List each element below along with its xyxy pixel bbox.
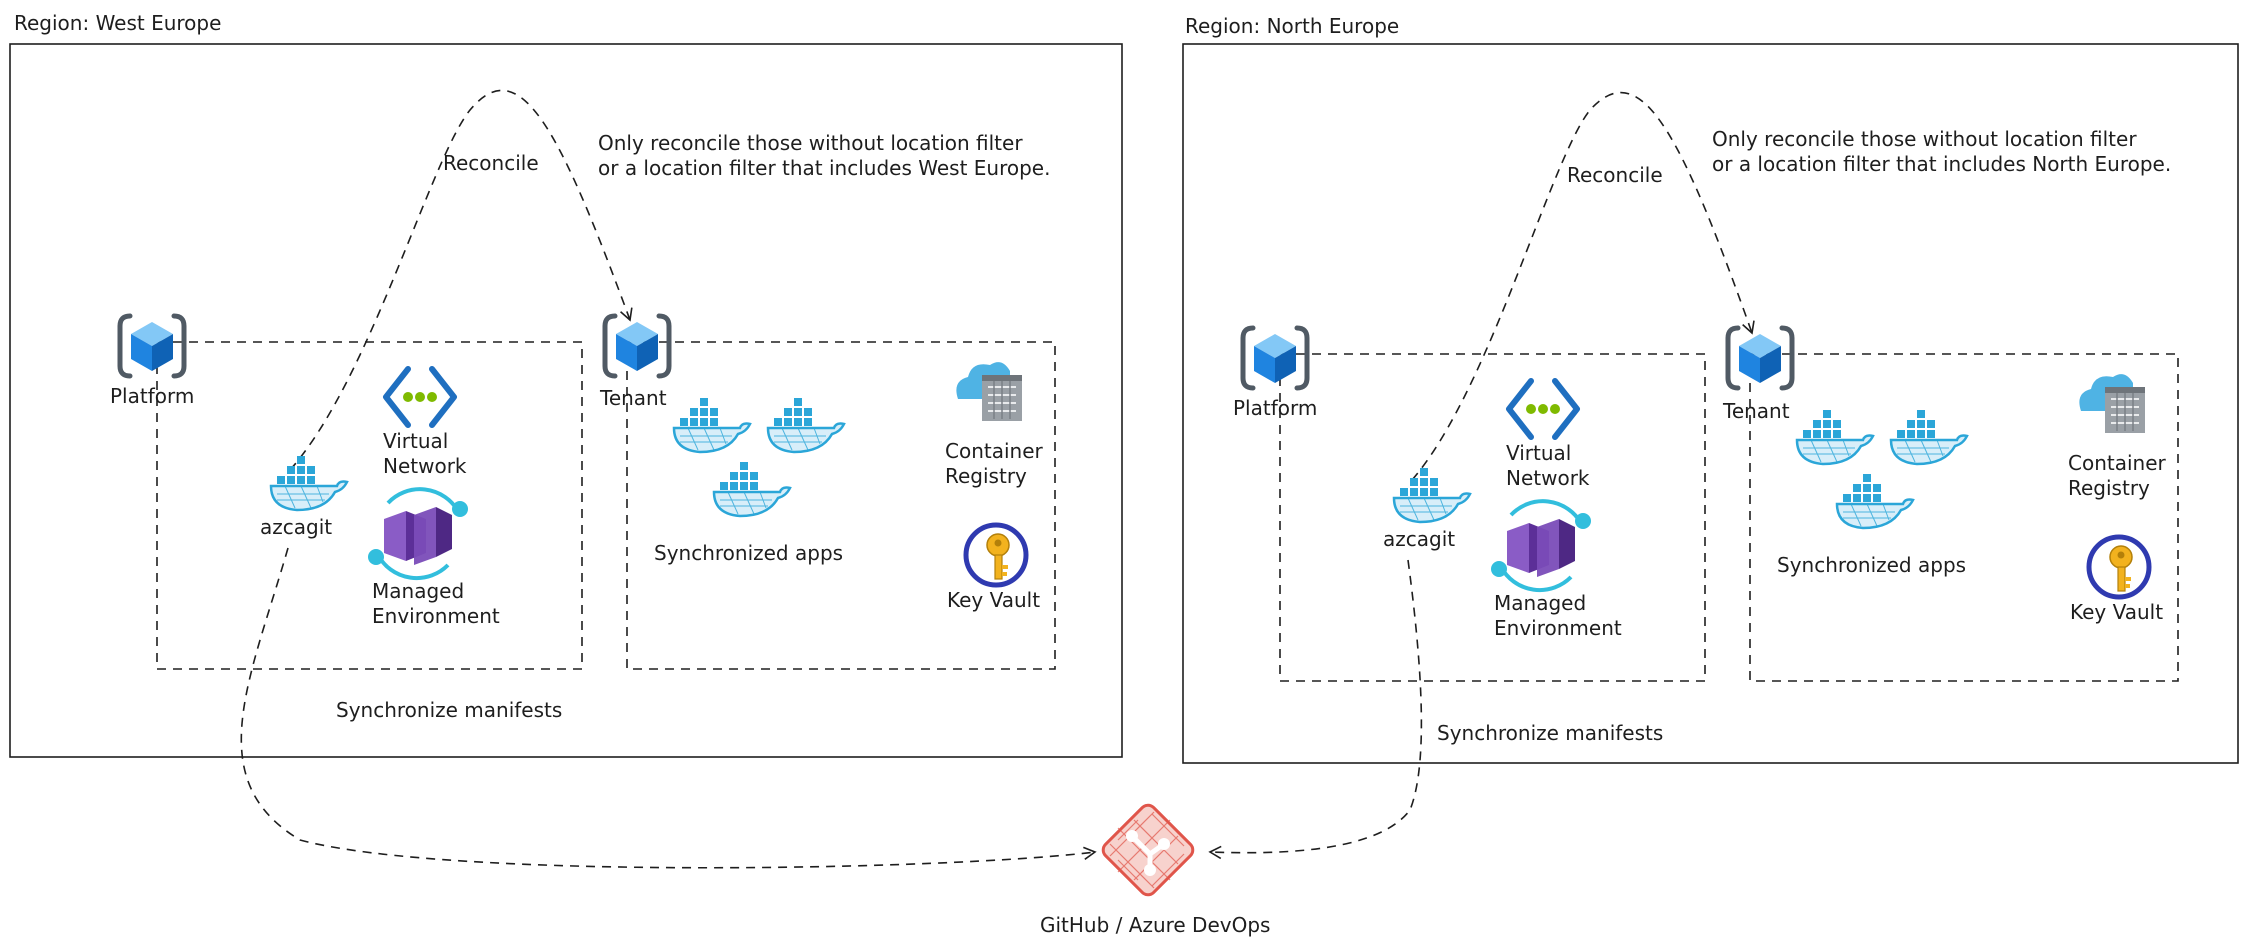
key-vault-label-west: Key Vault <box>947 588 1041 612</box>
container-registry-label-line1-north: Container <box>2068 451 2166 475</box>
azcagit-docker-icon-north <box>1392 466 1472 524</box>
container-registry-label-line2-north: Registry <box>2068 476 2150 500</box>
virtual-network-icon-west <box>386 369 454 425</box>
key-vault-icon-north <box>2089 537 2149 597</box>
app-docker-icon-north-3 <box>1835 472 1915 530</box>
virtual-network-label-line1-north: Virtual <box>1506 441 1572 465</box>
managed-environment-label-line1-west: Managed <box>372 579 465 603</box>
container-registry-label-line1-west: Container <box>945 439 1043 463</box>
app-docker-icon-west-1 <box>672 396 752 454</box>
managed-environment-icon-west <box>366 487 470 581</box>
reconcile-label-north: Reconcile <box>1567 163 1663 187</box>
region-frame-north <box>1182 43 2239 764</box>
synchronized-apps-label-north: Synchronized apps <box>1777 553 1967 577</box>
virtual-network-label-line2-west: Network <box>383 454 467 478</box>
platform-cube-icon-north <box>1243 328 1307 388</box>
tenant-label-west: Tenant <box>600 386 667 410</box>
managed-environment-icon-north <box>1489 499 1593 593</box>
azcagit-label-west: azcagit <box>260 515 333 539</box>
region-title-west: Region: West Europe <box>14 11 222 35</box>
tenant-group-north <box>1749 353 2179 682</box>
tenant-group-west <box>626 341 1056 670</box>
container-registry-icon-west <box>955 361 1023 422</box>
location-note-line2-north: or a location filter that includes North… <box>1712 152 2172 176</box>
managed-environment-label-line2-west: Environment <box>372 604 500 628</box>
platform-group-west <box>156 341 583 670</box>
git-icon <box>1101 803 1195 897</box>
location-note-line1-west: Only reconcile those without location fi… <box>598 131 1023 155</box>
location-note-line1-north: Only reconcile those without location fi… <box>1712 127 2137 151</box>
app-docker-icon-west-3 <box>712 460 792 518</box>
platform-label-west: Platform <box>110 384 195 408</box>
reconcile-arrow-north <box>1411 91 1755 481</box>
tenant-label-north: Tenant <box>1723 399 1790 423</box>
managed-environment-label-line1-north: Managed <box>1494 591 1587 615</box>
container-registry-icon-north <box>2078 373 2146 434</box>
reconcile-label-west: Reconcile <box>443 151 539 175</box>
container-registry-label-line2-west: Registry <box>945 464 1027 488</box>
sync-arrow-north <box>1208 559 1423 860</box>
tenant-cube-icon-west <box>605 316 669 376</box>
app-docker-icon-west-2 <box>766 396 846 454</box>
azcagit-docker-icon-west <box>269 454 349 512</box>
synchronize-manifests-label-west: Synchronize manifests <box>336 698 563 722</box>
platform-group-north <box>1279 353 1706 682</box>
key-vault-label-north: Key Vault <box>2070 600 2164 624</box>
platform-cube-icon-west <box>120 316 184 376</box>
sync-arrow-west <box>240 547 1097 869</box>
platform-label-north: Platform <box>1233 396 1318 420</box>
key-vault-icon-west <box>966 525 1026 585</box>
app-docker-icon-north-2 <box>1889 408 1969 466</box>
app-docker-icon-north-1 <box>1795 408 1875 466</box>
location-note-line2-west: or a location filter that includes West … <box>598 156 1051 180</box>
region-title-north: Region: North Europe <box>1185 14 1400 38</box>
synchronize-manifests-label-north: Synchronize manifests <box>1437 721 1664 745</box>
virtual-network-icon-north <box>1509 381 1577 437</box>
tenant-cube-icon-north <box>1728 328 1792 388</box>
managed-environment-label-line2-north: Environment <box>1494 616 1622 640</box>
azcagit-label-north: azcagit <box>1383 527 1456 551</box>
reconcile-arrow-west <box>289 89 633 471</box>
git-provider-label: GitHub / Azure DevOps <box>1040 913 1271 937</box>
virtual-network-label-line2-north: Network <box>1506 466 1590 490</box>
synchronized-apps-label-west: Synchronized apps <box>654 541 844 565</box>
virtual-network-label-line1-west: Virtual <box>383 429 449 453</box>
region-frame-west <box>9 43 1123 758</box>
